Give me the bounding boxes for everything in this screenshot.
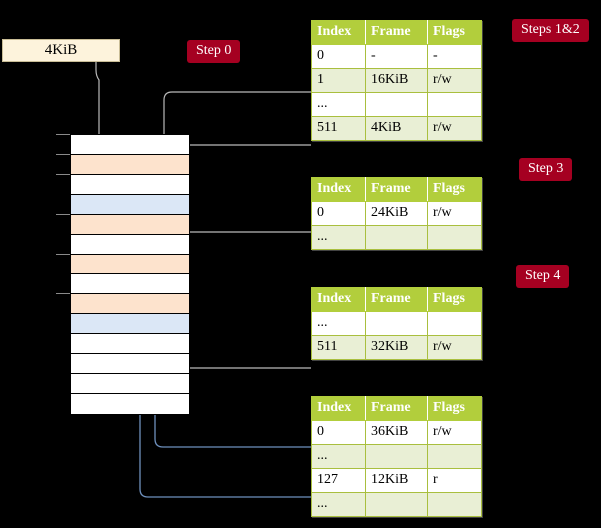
table-cell: r/w <box>427 201 482 226</box>
memory-row-tick <box>56 134 70 135</box>
column-header-flags: Flags <box>427 177 482 202</box>
table-cell <box>365 492 428 517</box>
memory-frame-row <box>71 274 189 295</box>
table-row[interactable]: ... <box>311 492 482 517</box>
memory-frame-row <box>71 154 189 175</box>
table-cell: 36KiB <box>365 420 428 445</box>
table-cell: 0 <box>311 201 366 226</box>
table-cell: ... <box>311 311 366 336</box>
table-row[interactable]: 0-- <box>311 44 482 69</box>
table-cell: 16KiB <box>365 68 428 93</box>
table-cell: 0 <box>311 420 366 445</box>
physical-memory-column <box>70 134 190 415</box>
memory-frame-row <box>71 394 189 414</box>
table-cell: ... <box>311 92 366 117</box>
memory-frame-row <box>71 194 189 215</box>
memory-frame-row <box>71 354 189 375</box>
table-cell <box>427 225 482 250</box>
memory-frame-row <box>71 214 189 235</box>
memory-frame-row <box>71 135 189 155</box>
table-cell: 24KiB <box>365 201 428 226</box>
table-cell <box>427 92 482 117</box>
table-cell <box>427 492 482 517</box>
table-row[interactable]: ... <box>311 92 482 117</box>
memory-frame-row <box>71 294 189 315</box>
table-cell <box>427 311 482 336</box>
table-cell <box>365 444 428 469</box>
column-header-flags: Flags <box>427 287 482 312</box>
table-row[interactable]: ... <box>311 311 482 336</box>
page-box-4kib: 4KiB <box>2 39 120 62</box>
table-cell: 0 <box>311 44 366 69</box>
memory-frame-row <box>71 174 189 195</box>
memory-row-tick <box>56 154 70 155</box>
step-badge-step-0: Step 0 <box>187 40 241 63</box>
table-cell: - <box>365 44 428 69</box>
column-header-flags: Flags <box>427 20 482 45</box>
column-header-index: Index <box>311 396 366 421</box>
page-box-label: 4KiB <box>44 42 78 58</box>
column-header-index: Index <box>311 177 366 202</box>
memory-row-tick <box>56 214 70 215</box>
table-cell: 511 <box>311 116 366 141</box>
table-cell: r/w <box>427 420 482 445</box>
table-row[interactable]: ... <box>311 444 482 469</box>
table-cell: - <box>427 44 482 69</box>
memory-frame-row <box>71 314 189 335</box>
memory-row-tick <box>56 293 70 294</box>
table-cell: r/w <box>427 116 482 141</box>
step-badge-step-3: Step 3 <box>519 158 573 181</box>
memory-row-tick <box>56 254 70 255</box>
column-header-index: Index <box>311 20 366 45</box>
column-header-frame: Frame <box>365 396 428 421</box>
table-cell: 12KiB <box>365 468 428 493</box>
table-cell <box>365 311 428 336</box>
table-cell: ... <box>311 444 366 469</box>
table-cell: ... <box>311 492 366 517</box>
memory-row-tick <box>56 174 70 175</box>
table-cell: ... <box>311 225 366 250</box>
step-badge-step-4: Step 4 <box>516 265 570 288</box>
column-header-frame: Frame <box>365 20 428 45</box>
table-cell: 4KiB <box>365 116 428 141</box>
column-header-index: Index <box>311 287 366 312</box>
step-badge-steps-1-2: Steps 1&2 <box>512 19 589 42</box>
column-header-frame: Frame <box>365 287 428 312</box>
table-cell: r/w <box>427 68 482 93</box>
column-header-frame: Frame <box>365 177 428 202</box>
table-cell: 511 <box>311 335 366 360</box>
table-cell <box>427 444 482 469</box>
table-cell: r/w <box>427 335 482 360</box>
table-cell <box>365 225 428 250</box>
table-cell: 1 <box>311 68 366 93</box>
table-cell: 32KiB <box>365 335 428 360</box>
table-cell <box>365 92 428 117</box>
memory-frame-row <box>71 374 189 395</box>
memory-frame-row <box>71 234 189 255</box>
table-row[interactable]: ... <box>311 225 482 250</box>
memory-frame-row <box>71 254 189 275</box>
table-cell: r <box>427 468 482 493</box>
table-cell: 127 <box>311 468 366 493</box>
column-header-flags: Flags <box>427 396 482 421</box>
memory-frame-row <box>71 334 189 355</box>
